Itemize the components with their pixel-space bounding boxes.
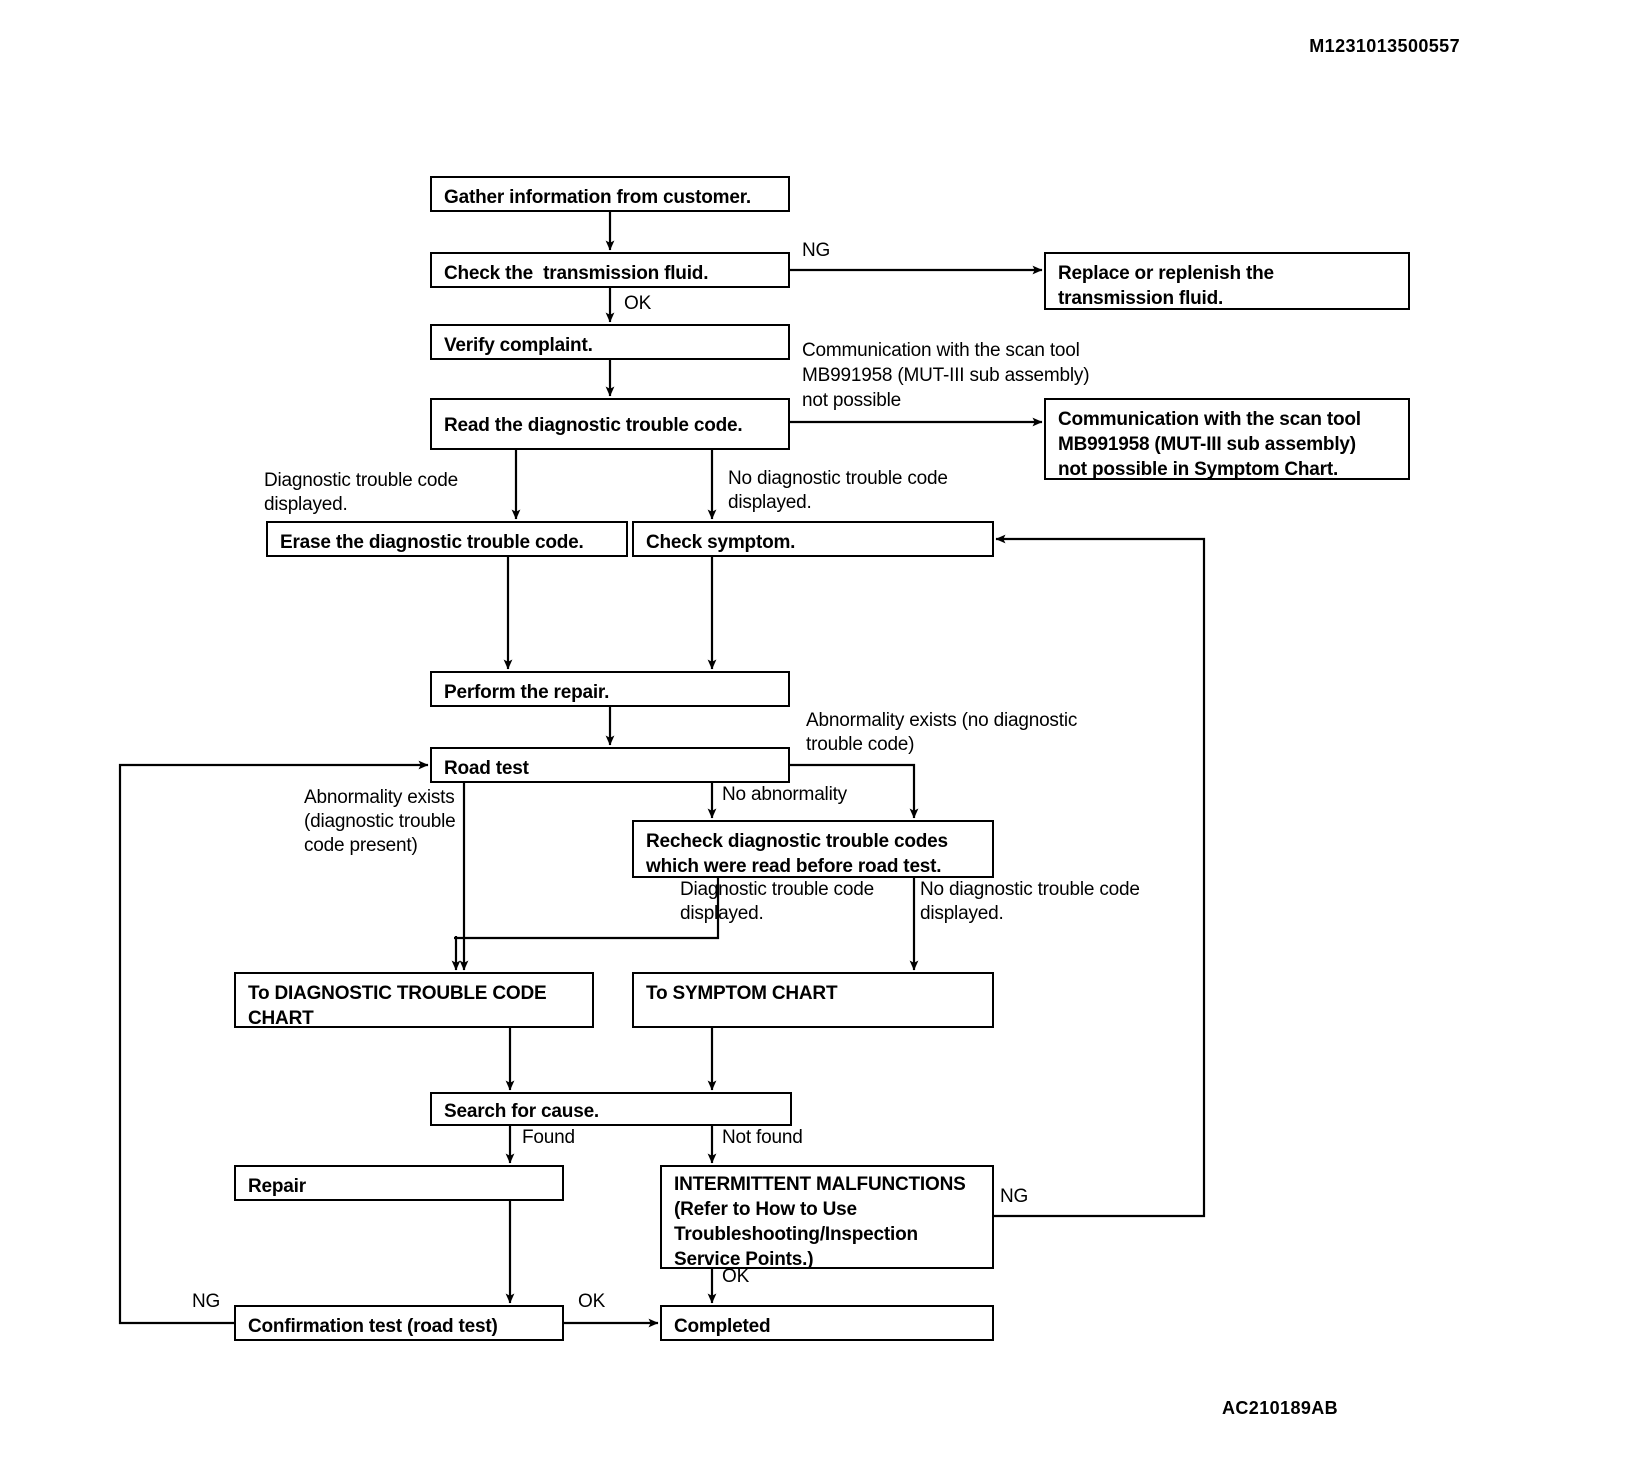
node-check-symptom[interactable]: Check symptom.	[632, 521, 994, 557]
footer-figure-code: AC210189AB	[1222, 1398, 1339, 1418]
node-intermittent-malfunctions[interactable]: INTERMITTENT MALFUNCTIONS (Refer to How …	[660, 1165, 994, 1270]
node-replace-replenish-fluid[interactable]: Replace or replenish the transmission fl…	[1044, 252, 1410, 310]
edge-label-ng-confirmation: NG	[192, 1291, 221, 1312]
edge-label-ng-fluid: NG	[802, 240, 831, 261]
node-communication-not-possible-symptom-chart[interactable]: Communication with the scan tool MB99195…	[1044, 398, 1410, 480]
edge-label-dtc-displayed-lower: Diagnostic trouble code displayed.	[680, 879, 874, 924]
node-search-for-cause[interactable]: Search for cause.	[430, 1092, 792, 1126]
edge-label-dtc-displayed-upper: Diagnostic trouble code displayed.	[264, 470, 458, 515]
node-repair[interactable]: Repair	[234, 1165, 564, 1201]
node-road-test[interactable]: Road test	[430, 747, 790, 783]
edge-label-no-dtc-displayed-lower: No diagnostic trouble code displayed.	[920, 879, 1140, 924]
edge-label-abnormality-exists-no-dtc: Abnormality exists (no diagnostic troubl…	[806, 710, 1078, 755]
edge-label-no-abnormality: No abnormality	[722, 784, 847, 805]
node-recheck-diagnostic-trouble-codes[interactable]: Recheck diagnostic trouble codes which w…	[632, 820, 994, 878]
node-to-symptom-chart[interactable]: To SYMPTOM CHART	[632, 972, 994, 1028]
node-to-diagnostic-trouble-code-chart[interactable]: To DIAGNOSTIC TROUBLE CODE CHART	[234, 972, 594, 1029]
edge-label-ok-fluid: OK	[624, 293, 652, 314]
edge-label-no-dtc-displayed-upper: No diagnostic trouble code displayed.	[728, 468, 948, 513]
node-gather-information[interactable]: Gather information from customer.	[430, 176, 790, 212]
edge-label-not-found: Not found	[722, 1127, 803, 1148]
node-confirmation-test[interactable]: Confirmation test (road test)	[234, 1305, 564, 1341]
node-verify-complaint[interactable]: Verify complaint.	[430, 324, 790, 360]
node-perform-the-repair[interactable]: Perform the repair.	[430, 671, 790, 707]
edge-label-ok-confirmation: OK	[578, 1291, 606, 1312]
node-completed[interactable]: Completed	[660, 1305, 994, 1341]
node-read-diagnostic-trouble-code[interactable]: Read the diagnostic trouble code.	[430, 398, 790, 450]
node-erase-diagnostic-trouble-code[interactable]: Erase the diagnostic trouble code.	[266, 521, 628, 557]
edge-label-ng-intermittent: NG	[1000, 1186, 1029, 1207]
header-document-code: M1231013500557	[1309, 36, 1460, 56]
edge-label-communication-not-possible: Communication with the scan tool MB99195…	[802, 340, 1090, 411]
edge-label-ok-intermittent: OK	[722, 1266, 750, 1287]
edge-label-abnormality-exists-dtc-present: Abnormality exists (diagnostic trouble c…	[304, 787, 456, 856]
node-check-transmission-fluid[interactable]: Check the transmission fluid.	[430, 252, 790, 288]
edge-label-found: Found	[522, 1127, 575, 1148]
